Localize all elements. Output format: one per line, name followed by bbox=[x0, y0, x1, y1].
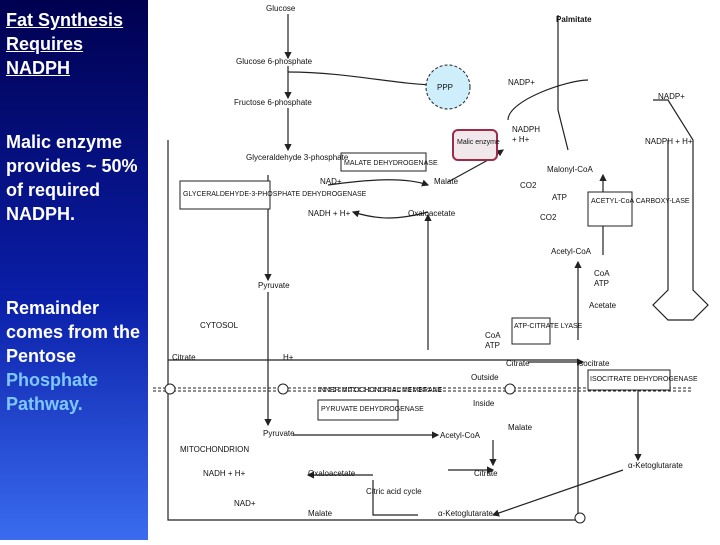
label-akg-1: α-Ketoglutarate bbox=[628, 461, 683, 470]
label-icdh: ISOCITRATE DEHYDROGENASE bbox=[590, 376, 698, 383]
label-acetylcoa-1: Acetyl-CoA bbox=[551, 247, 592, 256]
label-isocitrate: Isocitrate bbox=[577, 359, 610, 368]
label-oaa-2: Oxaloacetate bbox=[308, 469, 356, 478]
label-malonyl: Malonyl-CoA bbox=[547, 165, 593, 174]
label-acetate: Acetate bbox=[589, 301, 617, 310]
label-acl: ATP-CITRATE LYASE bbox=[514, 323, 583, 330]
label-coa-2: CoA bbox=[485, 331, 501, 340]
label-acetylcoa-2: Acetyl-CoA bbox=[440, 431, 481, 440]
label-nadph-1: NADPH bbox=[512, 125, 540, 134]
label-pyruvate-2: Pyruvate bbox=[263, 429, 295, 438]
label-cycle: Citric acid cycle bbox=[366, 487, 422, 496]
label-membrane: INNER MITOCHONDRIAL MEMBRANE bbox=[318, 387, 443, 394]
left-panel: Fat Synthesis Requires NADPH Malic enzym… bbox=[0, 0, 148, 540]
remainder-text: Remainder comes from the Pentose bbox=[6, 298, 141, 366]
acc-box bbox=[587, 191, 633, 227]
label-pyruvate-1: Pyruvate bbox=[258, 281, 290, 290]
label-citrate-2: Citrate bbox=[506, 359, 530, 368]
label-atp-1: ATP bbox=[552, 193, 567, 202]
malic-enzyme-note: Malic enzyme provides ~ 50% of required … bbox=[6, 132, 138, 224]
label-pdh: PYRUVATE DEHYDROGENASE bbox=[321, 406, 424, 413]
label-coa-1: CoA bbox=[594, 269, 610, 278]
label-atp-3: ATP bbox=[485, 341, 500, 350]
transporter-malate bbox=[574, 512, 586, 524]
label-nadh-2: NADH + H+ bbox=[203, 469, 246, 478]
transporter-pyruvate bbox=[164, 383, 176, 395]
label-mito: MITOCHONDRION bbox=[180, 445, 249, 454]
arrow-nad-malate bbox=[327, 179, 430, 187]
label-oaa-1: Oxaloacetate bbox=[408, 209, 456, 218]
pathway-svg: Glucose Glucose 6-phosphate Fructose 6-p… bbox=[153, 4, 709, 524]
acl-box bbox=[511, 317, 551, 345]
label-nadh-1: NADH + H+ bbox=[308, 209, 351, 218]
label-malate-1: Malate bbox=[434, 177, 459, 186]
transporter-h bbox=[277, 383, 289, 395]
label-outside: Outside bbox=[471, 373, 499, 382]
arrow-oaa-nadh bbox=[351, 210, 429, 219]
label-nadph-2: NADPH + H+ bbox=[645, 137, 693, 146]
arrow-to-ppp bbox=[287, 71, 440, 89]
pathway-diagram: Glucose Glucose 6-phosphate Fructose 6-p… bbox=[148, 0, 720, 540]
label-nadp-2: NADP+ bbox=[658, 92, 685, 101]
transporter-citrate bbox=[504, 383, 516, 395]
gapdh-box bbox=[179, 180, 271, 210]
label-inside: Inside bbox=[473, 399, 495, 408]
label-nad-1: NAD+ bbox=[320, 177, 342, 186]
label-palmitate: Palmitate bbox=[556, 15, 592, 24]
label-fructose6p: Fructose 6-phosphate bbox=[234, 98, 312, 107]
mdh-cyto-box bbox=[340, 152, 427, 172]
icdh-box bbox=[587, 369, 671, 391]
nadp-shuttle-path bbox=[652, 99, 709, 321]
label-co2-2: CO2 bbox=[540, 213, 557, 222]
label-nad-2: NAD+ bbox=[234, 499, 256, 508]
remainder-note: Remainder comes from the Pentose Phospha… bbox=[6, 296, 146, 416]
phosphate-pathway-text: Phosphate Pathway. bbox=[6, 370, 99, 414]
label-hplus: H+ bbox=[283, 353, 294, 362]
label-citrate-1: Citrate bbox=[172, 353, 196, 362]
label-malic-enzyme: Malic enzyme bbox=[457, 139, 500, 146]
arrow-akg-malate bbox=[491, 469, 624, 517]
label-akg-2: α-Ketoglutarate bbox=[438, 509, 493, 518]
label-gapdh: GLYCERALDEHYDE-3-PHOSPHATE DEHYDROGENASE bbox=[183, 191, 367, 198]
label-malate-2: Malate bbox=[508, 423, 533, 432]
arrow-ppp-nadp bbox=[507, 79, 589, 121]
label-g3p: Glyceraldehyde 3-phosphate bbox=[246, 153, 349, 162]
label-cytosol: CYTOSOL bbox=[200, 321, 239, 330]
label-atp-2: ATP bbox=[594, 279, 609, 288]
arrow-palmitate bbox=[557, 15, 569, 151]
pdh-box bbox=[317, 399, 399, 421]
label-nadph-1b: + H+ bbox=[512, 135, 530, 144]
slide-title: Fat Synthesis Requires NADPH bbox=[6, 10, 124, 78]
label-glucose: Glucose bbox=[266, 4, 296, 13]
label-nadp-1: NADP+ bbox=[508, 78, 535, 87]
label-acc: ACETYL-CoA CARBOXY-LASE bbox=[591, 198, 690, 205]
label-co2-1: CO2 bbox=[520, 181, 537, 190]
malic-enzyme-box bbox=[452, 129, 498, 161]
label-malate-3: Malate bbox=[308, 509, 333, 518]
ppp-circle bbox=[425, 64, 471, 110]
label-mdh-cyto: MALATE DEHYDROGENASE bbox=[344, 160, 438, 167]
label-ppp: PPP bbox=[437, 83, 453, 92]
label-citrate-3: Citrate bbox=[474, 469, 498, 478]
label-glucose6p: Glucose 6-phosphate bbox=[236, 57, 313, 66]
arrow-malate-oaa bbox=[372, 480, 418, 516]
